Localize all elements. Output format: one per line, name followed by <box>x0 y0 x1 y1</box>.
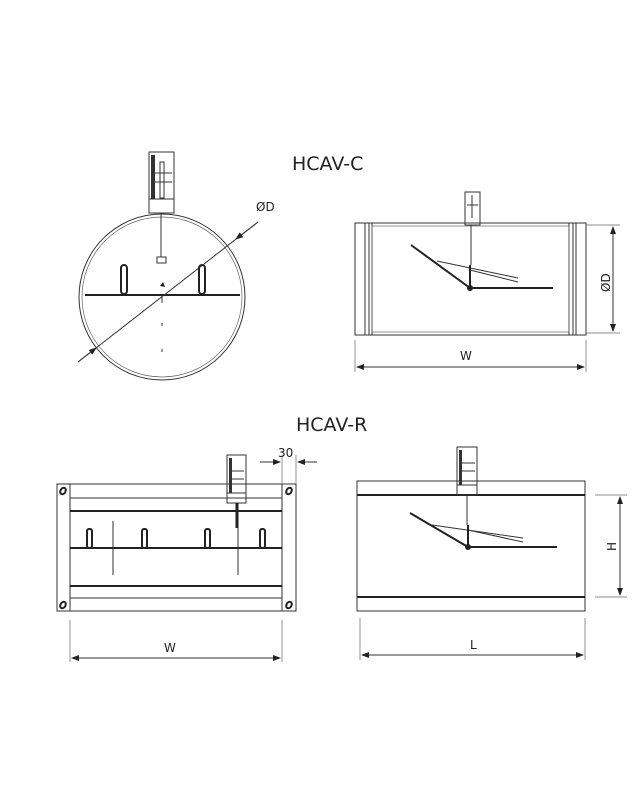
actuator-icon <box>148 151 175 214</box>
dimension-length-label: L <box>470 638 477 652</box>
dimension-height-label: H <box>605 542 619 551</box>
title-hcav-c: HCAV-C <box>292 153 363 175</box>
actuator-icon <box>226 454 247 504</box>
hcav-c-side-view: ØD W <box>354 191 620 372</box>
actuator-icon <box>464 191 481 226</box>
dimension-width-label: W <box>164 641 176 655</box>
title-hcav-r: HCAV-R <box>296 414 367 436</box>
actuator-icon <box>456 446 478 496</box>
hcav-r-front-view: 30 W <box>56 446 317 662</box>
hcav-r-side-view: H L <box>356 446 627 660</box>
hcav-c-front-view: ØD <box>77 151 275 381</box>
dimension-diameter-label: ØD <box>599 273 613 292</box>
dimension-offset-label: 30 <box>278 446 293 460</box>
dimension-width-label: W <box>460 349 472 363</box>
dimension-diameter-label: ØD <box>256 200 275 214</box>
